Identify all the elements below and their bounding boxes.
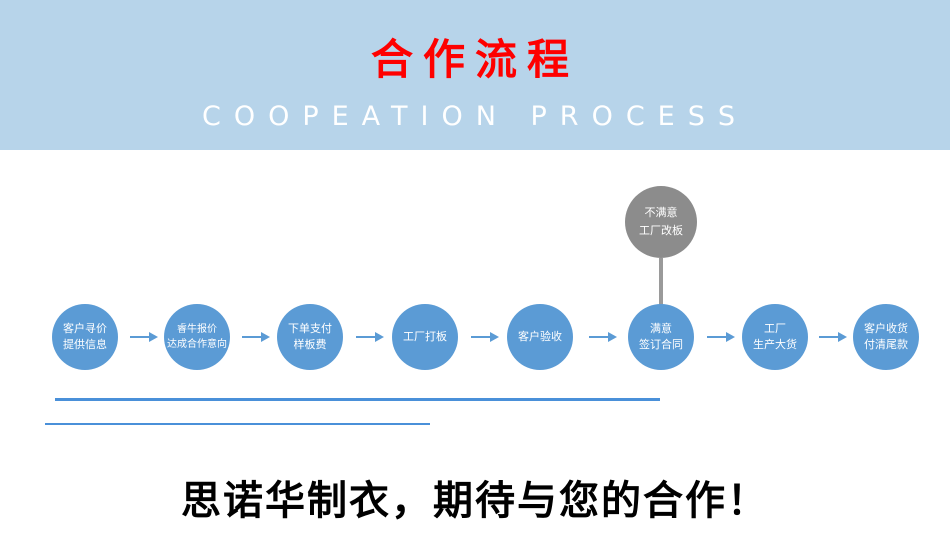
step-line1: 工厂: [764, 321, 786, 335]
flow-step-circle: 客户收货 付清尾款: [853, 304, 919, 370]
step-line1: 客户收货: [864, 321, 908, 335]
step-line2: 付清尾款: [864, 338, 908, 351]
step-line2: 提供信息: [63, 338, 107, 351]
flow-step-circle: 工厂 生产大货: [742, 304, 808, 370]
alt-step-line1: 不满意: [644, 206, 678, 220]
banner-title: 合作流程: [370, 35, 579, 84]
step-line1: 客户寻价: [63, 321, 107, 335]
divider-line-top: [55, 398, 660, 401]
alt-connector-line: [659, 258, 663, 306]
arrow-right-icon: [242, 332, 270, 342]
step-line1: 满意: [650, 321, 672, 335]
arrow-right-icon: [819, 332, 847, 342]
flow-step-circle: 满意 签订合同: [628, 304, 694, 370]
alt-step-circle: 不满意 工厂改板: [625, 186, 697, 258]
flow-step-circle: 睿牛报价 达成合作意向: [164, 304, 230, 370]
step-line1: 睿牛报价: [177, 324, 217, 335]
arrow-right-icon: [707, 332, 735, 342]
arrow-right-icon: [589, 332, 617, 342]
step-line2: 样板费: [293, 338, 327, 351]
step-line2: 达成合作意向: [167, 339, 227, 350]
divider-line-bottom: [45, 423, 430, 425]
slogan-text: 思诺华制衣，期待与您的合作！: [181, 478, 769, 524]
arrow-right-icon: [356, 332, 384, 342]
flow-step-circle: 下单支付 样板费: [277, 304, 343, 370]
arrow-right-icon: [471, 332, 499, 342]
banner-subtitle: COOPEATION PROCESS: [201, 101, 749, 132]
flow-step-circle: 客户寻价 提供信息: [52, 304, 118, 370]
step-line1: 下单支付: [288, 321, 332, 335]
arrow-right-icon: [130, 332, 158, 342]
step-line1: 工厂打板: [403, 329, 447, 343]
flow-diagram: 不满意 工厂改板 客户寻价 提供信息 睿牛报价 达成合作意向 下单支付 样板费 …: [0, 150, 950, 450]
step-line2: 签订合同: [639, 338, 683, 351]
banner: 合作流程 COOPEATION PROCESS: [0, 0, 950, 150]
flow-step-circle: 工厂打板: [392, 304, 458, 370]
flow-step-circle: 客户验收: [507, 304, 573, 370]
step-line2: 生产大货: [753, 338, 797, 351]
alt-step-line2: 工厂改板: [639, 224, 683, 237]
step-line1: 客户验收: [518, 329, 562, 343]
